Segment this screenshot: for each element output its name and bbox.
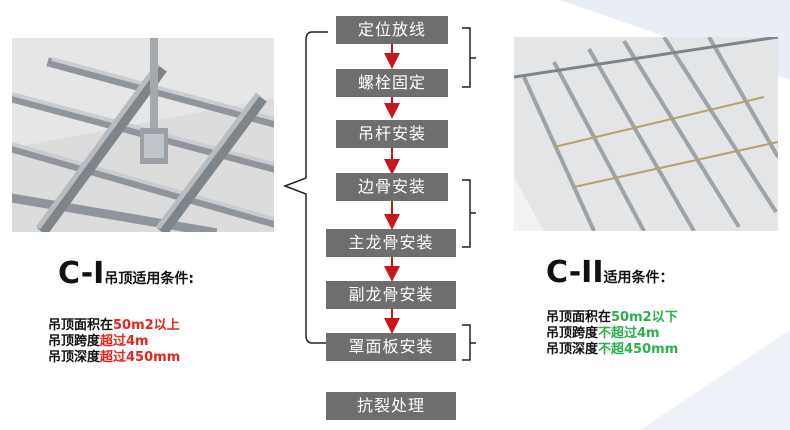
right-bracket-bottom: [462, 324, 476, 361]
step-locate-lines: 定位放线: [336, 16, 448, 44]
step-install-main-keel: 主龙骨安装: [326, 229, 456, 257]
installed-ceiling-keel-photo: [514, 37, 778, 231]
step-anti-crack-treatment: 抗裂处理: [326, 392, 456, 420]
left-condition-span: 吊顶跨度超过4m: [48, 334, 149, 349]
ceiling-keel-frame-photo: [12, 38, 274, 232]
right-condition-area: 吊顶面积在50m2以下: [546, 310, 678, 325]
right-heading-suffix: 适用条件：: [603, 270, 674, 286]
right-bracket-middle: [462, 179, 476, 248]
right-condition-span: 吊顶跨度不超过4m: [546, 326, 660, 341]
step-install-hanger-rods: 吊杆安装: [336, 120, 448, 148]
left-condition-depth: 吊顶深度超过450mm: [48, 350, 181, 365]
right-heading-main: C-II: [546, 255, 604, 290]
left-heading: C-I吊顶适用条件:: [58, 256, 194, 291]
right-condition-depth: 吊顶深度不超450mm: [546, 342, 679, 357]
right-bracket-top: [462, 27, 476, 88]
step-install-cover-panel: 罩面板安装: [326, 333, 456, 361]
step-fix-bolts: 螺栓固定: [336, 69, 448, 97]
step-install-edge-keel: 边骨安装: [336, 173, 448, 201]
left-condition-area: 吊顶面积在50m2以上: [48, 318, 180, 333]
left-heading-suffix: 吊顶适用条件:: [104, 271, 194, 287]
step-install-secondary-keel: 副龙骨安装: [326, 281, 456, 309]
right-heading: C-II适用条件：: [546, 255, 673, 290]
left-heading-main: C-I: [58, 256, 105, 291]
right-conditions: 吊顶面积在50m2以下 吊顶跨度不超过4m 吊顶深度不超450mm: [546, 310, 678, 358]
left-group-bracket: [282, 31, 328, 344]
left-conditions: 吊顶面积在50m2以上 吊顶跨度超过4m 吊顶深度超过450mm: [48, 318, 180, 366]
